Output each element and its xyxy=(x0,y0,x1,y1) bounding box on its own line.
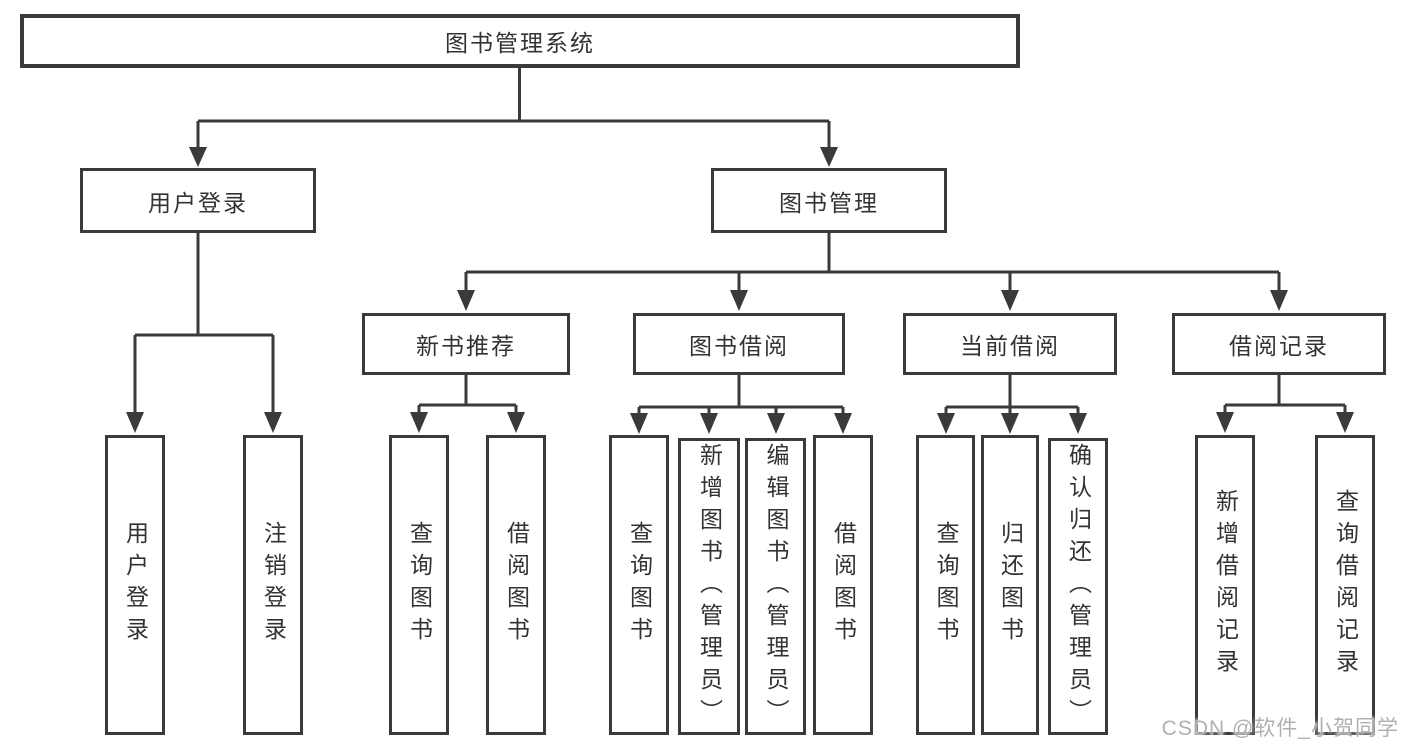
leaf-newbook-borrow-book-label: 借阅图书 xyxy=(503,521,530,649)
leaf-newbook-query-book-label: 查询图书 xyxy=(406,521,433,649)
leaf-add-borrow-record-label: 新增借阅记录 xyxy=(1212,489,1239,681)
connector-book-mgmt-children xyxy=(457,233,1288,311)
connector-borrow-record-children xyxy=(1216,375,1354,433)
leaf-current-query-book-label: 查询图书 xyxy=(933,521,959,649)
node-borrow-record-label: 借阅记录 xyxy=(1229,333,1329,359)
leaf-query-borrow-record: 查询借阅记录 xyxy=(1315,435,1375,735)
connector-current-borrow-children xyxy=(937,375,1087,434)
leaf-borrow-borrow-book: 借阅图书 xyxy=(813,435,873,735)
leaf-borrow-borrow-book-label: 借阅图书 xyxy=(830,521,857,649)
connector-new-book-children xyxy=(410,375,525,433)
node-book-borrow: 图书借阅 xyxy=(633,313,845,375)
node-current-borrow: 当前借阅 xyxy=(903,313,1117,375)
csdn-watermark: CSDN @软件_小贺同学 xyxy=(1161,717,1399,740)
node-book-management: 图书管理 xyxy=(711,168,947,233)
node-root-label: 图书管理系统 xyxy=(445,30,595,56)
node-new-book-recommend: 新书推荐 xyxy=(362,313,570,375)
node-borrow-record: 借阅记录 xyxy=(1172,313,1386,375)
leaf-logout-label: 注销登录 xyxy=(260,521,287,649)
connector-root-to-level2 xyxy=(189,68,838,167)
leaf-current-query-book: 查询图书 xyxy=(916,435,975,735)
leaf-add-book-admin: 新增图书（管理员） xyxy=(678,438,740,735)
leaf-user-login: 用户登录 xyxy=(105,435,165,735)
connector-user-login-children xyxy=(126,233,282,433)
leaf-return-book-label: 归还图书 xyxy=(997,521,1024,649)
leaf-newbook-query-book: 查询图书 xyxy=(389,435,449,735)
node-book-management-label: 图书管理 xyxy=(779,189,879,216)
node-root-system: 图书管理系统 xyxy=(20,14,1020,68)
leaf-logout: 注销登录 xyxy=(243,435,303,735)
leaf-return-book: 归还图书 xyxy=(981,435,1039,735)
node-new-book-recommend-label: 新书推荐 xyxy=(416,333,516,359)
leaf-user-login-label: 用户登录 xyxy=(122,521,149,649)
leaf-newbook-borrow-book: 借阅图书 xyxy=(486,435,546,735)
connector-book-borrow-children xyxy=(630,375,852,434)
leaf-confirm-return-admin: 确认归还（管理员） xyxy=(1048,438,1108,735)
leaf-confirm-return-admin-label: 确认归还（管理员） xyxy=(1065,442,1092,731)
leaf-edit-book-admin-label: 编辑图书（管理员） xyxy=(763,442,789,731)
node-user-login-label: 用户登录 xyxy=(148,189,248,216)
node-book-borrow-label: 图书借阅 xyxy=(689,333,789,359)
leaf-add-borrow-record: 新增借阅记录 xyxy=(1195,435,1255,735)
leaf-borrow-query-book: 查询图书 xyxy=(609,435,669,735)
leaf-borrow-query-book-label: 查询图书 xyxy=(626,521,653,649)
node-current-borrow-label: 当前借阅 xyxy=(960,333,1060,359)
node-user-login: 用户登录 xyxy=(80,168,316,233)
leaf-edit-book-admin: 编辑图书（管理员） xyxy=(745,438,806,735)
leaf-add-book-admin-label: 新增图书（管理员） xyxy=(696,442,723,731)
leaf-query-borrow-record-label: 查询借阅记录 xyxy=(1332,489,1359,681)
